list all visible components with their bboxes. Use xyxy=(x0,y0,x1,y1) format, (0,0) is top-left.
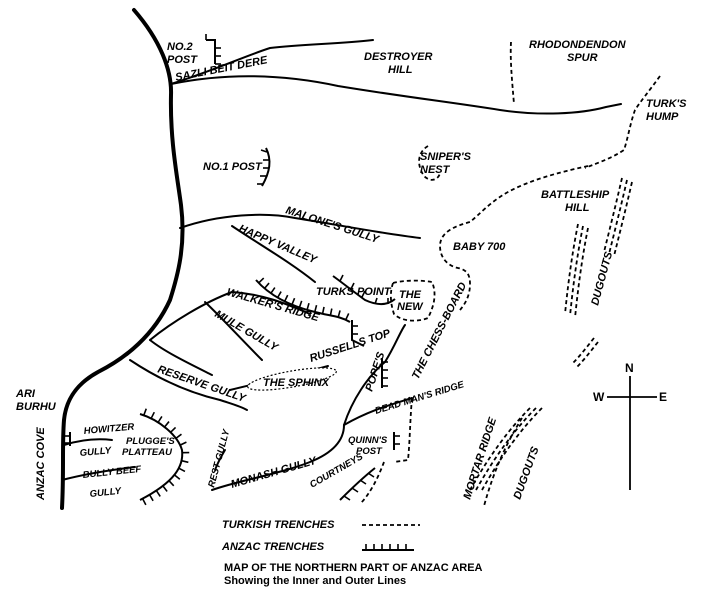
legend-turkish-label: TURKISH TRENCHES xyxy=(222,519,335,531)
trench-tick xyxy=(162,485,168,492)
label-walkers-ridge: WALKER'S RIDGE xyxy=(225,286,321,324)
label-turks-hump-2: HUMP xyxy=(646,111,679,123)
anzac-trenches xyxy=(64,34,400,506)
label-the-new-2: NEW xyxy=(397,301,424,313)
caption: MAP OF THE NORTHERN PART OF ANZAC AREA S… xyxy=(224,562,483,587)
compass-west: W xyxy=(593,390,605,404)
compass-east: E xyxy=(659,390,667,404)
trench-tick xyxy=(179,441,187,446)
label-quinns-post-2: POST xyxy=(356,446,383,457)
label-snipers-nest-2: NEST xyxy=(420,164,451,176)
label-turks-point: TURKS POINT xyxy=(316,286,392,298)
label-no2-post-2: POST xyxy=(167,54,198,66)
label-plugges-2: PLATTEAU xyxy=(122,447,173,458)
trench-tick xyxy=(148,494,154,502)
trench-tick xyxy=(163,421,170,428)
label-ari-burnu-1: ARI xyxy=(15,388,36,400)
legend-anzac-label: ANZAC TRENCHES xyxy=(221,541,325,553)
label-rhododendron-1: RHODONDENDON xyxy=(529,39,627,51)
label-howitzer-gully-1: HOWITZER xyxy=(83,422,135,437)
label-monash-gully: MONASH GULLY xyxy=(230,455,320,491)
label-bully-beef-1: BULLY BEEF xyxy=(82,464,142,481)
trench-tick xyxy=(258,277,265,284)
trench-tick xyxy=(306,302,310,311)
label-mule-gully: MULE GULLY xyxy=(213,308,282,355)
trench-tick xyxy=(157,416,163,423)
label-dugouts-lower: DUGOUTS xyxy=(512,445,542,501)
trench-tick xyxy=(337,310,341,318)
trench-tick xyxy=(329,308,333,316)
label-baby-700: BABY 700 xyxy=(453,241,506,253)
label-destroyer-hill-2: HILL xyxy=(388,64,413,76)
trench-tick xyxy=(173,474,181,480)
compass-rose: N W E xyxy=(593,361,667,490)
trench-tick xyxy=(270,287,276,294)
trench-tick xyxy=(178,467,186,473)
label-destroyer-hill-1: DESTROYER xyxy=(364,51,433,63)
coastline xyxy=(60,8,185,510)
label-the-sphinx: THE SPHINX xyxy=(263,377,330,389)
label-quinns-post-1: QUINN'S xyxy=(348,435,388,446)
label-battleship-hill-1: BATTLESHIP xyxy=(541,189,610,201)
trench-tick xyxy=(283,294,289,302)
label-no2-post-1: NO.2 xyxy=(167,41,193,53)
turkish-trenches xyxy=(359,41,661,507)
label-malones-gully: MALONE'S GULLY xyxy=(284,204,382,246)
trench-tick xyxy=(263,282,270,289)
label-happy-valley: HAPPY VALLEY xyxy=(237,223,320,267)
label-bully-beef-2: GULLY xyxy=(89,486,123,500)
label-no1-post: NO.1 POST xyxy=(203,161,263,173)
label-the-new-1: THE xyxy=(399,289,422,301)
label-turks-hump-1: TURK'S xyxy=(646,98,687,110)
trench-tick xyxy=(168,480,175,487)
trench-tick xyxy=(321,306,325,314)
caption-subtitle: Showing the Inner and Outer Lines xyxy=(224,575,406,587)
trench-tick xyxy=(150,411,156,419)
trench-tick xyxy=(276,291,282,299)
plugges-trench xyxy=(139,413,184,501)
trench-tick xyxy=(291,297,296,305)
valleys xyxy=(61,39,622,491)
compass-north: N xyxy=(625,361,634,375)
trench-tick xyxy=(298,300,303,308)
label-rhododendron-2: SPUR xyxy=(567,52,598,64)
trench-tick xyxy=(314,304,318,313)
place-labels: NO.2 POST SAZLI BEIT DERE DESTROYER HILL… xyxy=(15,39,687,501)
label-dead-mans-ridge: DEAD MAN'S RIDGE xyxy=(374,379,466,417)
label-dugouts-upper: DUGOUTS xyxy=(589,250,615,307)
trench-tick xyxy=(175,433,182,439)
trench-tick xyxy=(170,426,177,433)
label-howitzer-gully-2: GULLY xyxy=(79,445,113,459)
trench-tick xyxy=(155,490,161,497)
trench-tick xyxy=(345,313,350,321)
sphinx-outline xyxy=(247,367,337,391)
label-mortar-ridge: MORTAR RIDGE xyxy=(461,416,499,501)
label-battleship-hill-2: HILL xyxy=(565,202,590,214)
label-plugges-1: PLUGGE'S xyxy=(126,436,175,447)
label-ari-burnu-2: BURHU xyxy=(16,401,57,413)
trench-tick xyxy=(143,408,148,416)
label-anzac-cove: ANZAC COVE xyxy=(35,427,47,501)
caption-title: MAP OF THE NORTHERN PART OF ANZAC AREA xyxy=(224,562,483,574)
trench-tick xyxy=(181,459,189,464)
legend: TURKISH TRENCHES ANZAC TRENCHES xyxy=(221,519,420,553)
trench-tick xyxy=(141,498,147,506)
label-snipers-nest-1: SNIPER'S xyxy=(420,151,472,163)
